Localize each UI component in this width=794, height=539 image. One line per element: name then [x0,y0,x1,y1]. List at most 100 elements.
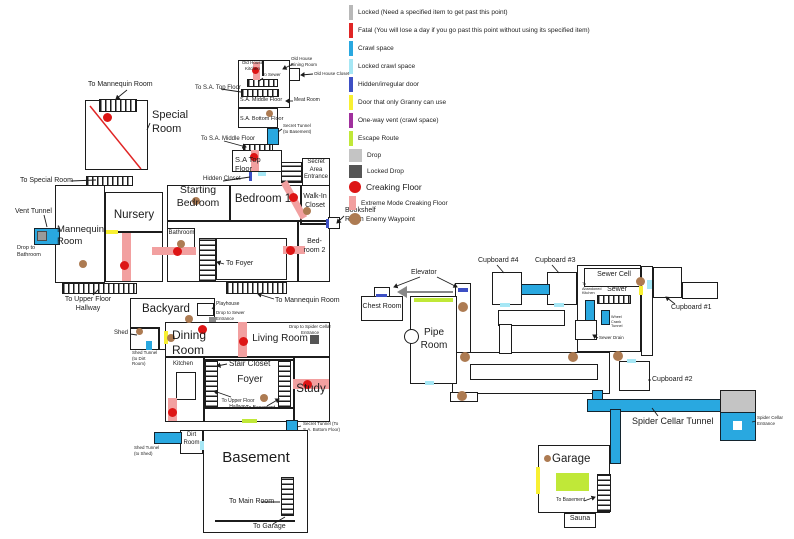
legend-item: Locked Drop [349,165,649,178]
label-drop-to-spider-cellar-entrance: Drop to Spider Cellar Entrance [288,324,332,335]
label-shed-tunnel-to-shed: Shed Tunnel (to Shed) [134,445,160,456]
room-cupboard2 [619,361,650,391]
locked-crawl-pipe [425,381,434,385]
room-cupboard4 [492,272,522,305]
legend-swatch-icon [349,77,353,92]
legend-item: Drop [349,149,649,162]
enemy-waypoint-dot [544,455,551,462]
label-cupboard-2: Cupboard #2 [652,376,693,383]
label-to-special-room: To Special Room [20,177,73,184]
label-sa-middle-floor: S.A. Middle Floor [240,97,283,103]
label-dirt-room: Dirt Room [183,432,200,446]
legend-label: Drop [367,152,382,159]
granny-door-nursery [106,230,118,234]
wall-bedrooms-split [229,185,231,222]
label-to-sa-top-floor: To S.A. Top Floor [195,85,241,91]
locked-crawl-cup1 [647,280,652,289]
creaking-floor-dot [303,380,312,389]
label-spider-cellar-tunnel: Spider Cellar Tunnel [632,416,714,426]
room-nursery-block [105,192,163,282]
spider-tunnel-v2 [610,409,621,464]
creaking-floor-dot [289,193,298,202]
label-to-basement-foyer: To Basement [246,405,276,411]
legend-item: Hidden/irregular door [349,77,649,92]
label-to-main-room: To Main Room [229,498,275,505]
kitchen-island [176,372,196,400]
label-nursery: Nursery [113,209,155,221]
wall-kitchen-right [203,357,205,422]
wall-shed-top [130,327,160,329]
wall-walkin-bottom [300,223,330,225]
spider-entrance-drop [720,390,756,413]
label-bedroom-2: Bed-room 2 [303,238,326,254]
extreme-creak-nursery [122,233,131,281]
enemy-waypoint-dot [613,351,623,361]
legend-item: Creaking Floor [349,181,649,193]
legend-swatch-icon [349,95,353,110]
stairs-secret-area [281,162,302,183]
label-basement: Basement [222,449,290,466]
creaking-floor-dot [120,261,129,270]
creaking-floor-dot [173,247,182,256]
label-old-house-kitchen: Old House Kitchen [241,60,264,71]
label-elevator: Elevator [411,269,437,276]
hidden-door-chest [376,294,387,297]
label-drop-to-bathroom: Drop to Bathroom [17,245,41,258]
label-shed-tunnel-to-dirt-room: Shed Tunnel (to Dirt Room) [132,350,158,367]
granny-door-garage [536,467,540,494]
wall-basement-bottom [215,520,295,522]
enemy-waypoint-dot [460,352,470,362]
legend-swatch-icon [349,149,362,162]
label-garage: Garage [552,453,591,465]
granny-door-dining [164,331,168,344]
wall-mainfloor-mid [165,356,330,358]
label-pipe-room: Pipe Room [420,327,448,351]
creaking-floor-dot [252,67,259,74]
label-playhouse: Playhouse [216,301,240,307]
legend-item: Enemy Waypoint [349,213,649,225]
wall-bedrooms-bottom [167,220,330,222]
legend-swatch-icon [349,113,353,128]
corridor-island [470,364,598,380]
label-vent-tunnel: Vent Tunnel [15,208,52,215]
drop-sewer-square [209,317,216,324]
label-sewer-drain: Sewer Drain [599,335,624,340]
label-wheel-crank-tunnel: Wheel Crank Tunnel [611,315,623,329]
pipe-circle [404,329,419,344]
label-to-foyer: To Foyer [226,260,254,267]
enemy-waypoint-dot [167,334,175,342]
label-to-abandoned-kitchen: To Abandoned Kitchen [582,282,602,296]
legend-item: Escape Route [349,131,649,146]
label-chest-room: Chest Room [362,303,402,310]
label-to-upper-floor-hallway-2: To Upper Floor Hallway [221,398,255,411]
shed-crawl-space [146,341,152,350]
stairs-to-foyer [199,238,216,282]
legend-swatch-icon [349,59,353,74]
playhouse-box [197,303,214,316]
label-secret-tunnel-to-sa-bottom: Secret Tunnel (To S.A. Bottom Floor) [303,421,341,432]
legend-item: Door that only Granny can use [349,95,649,110]
legend-label: Escape Route [358,135,399,142]
wall-shed-right [158,327,160,350]
enemy-waypoint-dot [185,315,193,323]
locked-crawl-cup2 [627,359,636,363]
stairs-basement [281,477,294,516]
creaking-floor-dot [286,246,295,255]
legend-label: Locked Drop [367,168,404,175]
locked-crawl-c4 [500,303,510,307]
enemy-waypoint-dot [458,302,468,312]
room-sauna [564,513,596,528]
stairs-garage [597,474,611,512]
stairs-to-upper-hallway [62,283,137,294]
label-hidden-closet-main: Hidden Closet [203,176,241,182]
escape-route-garage [556,473,589,491]
label-meat-room: Meat Room [294,97,320,103]
legend-label: Crawl space [358,45,394,52]
enemy-waypoint-dot [260,394,268,402]
shed-tunnel [154,432,182,444]
label-cupboard-3: Cupboard #3 [535,257,576,264]
label-special-room: Special Room [152,109,189,135]
label-living-room: Living Room [252,333,308,344]
locked-drop-living [310,335,319,344]
room-chest [361,296,403,321]
